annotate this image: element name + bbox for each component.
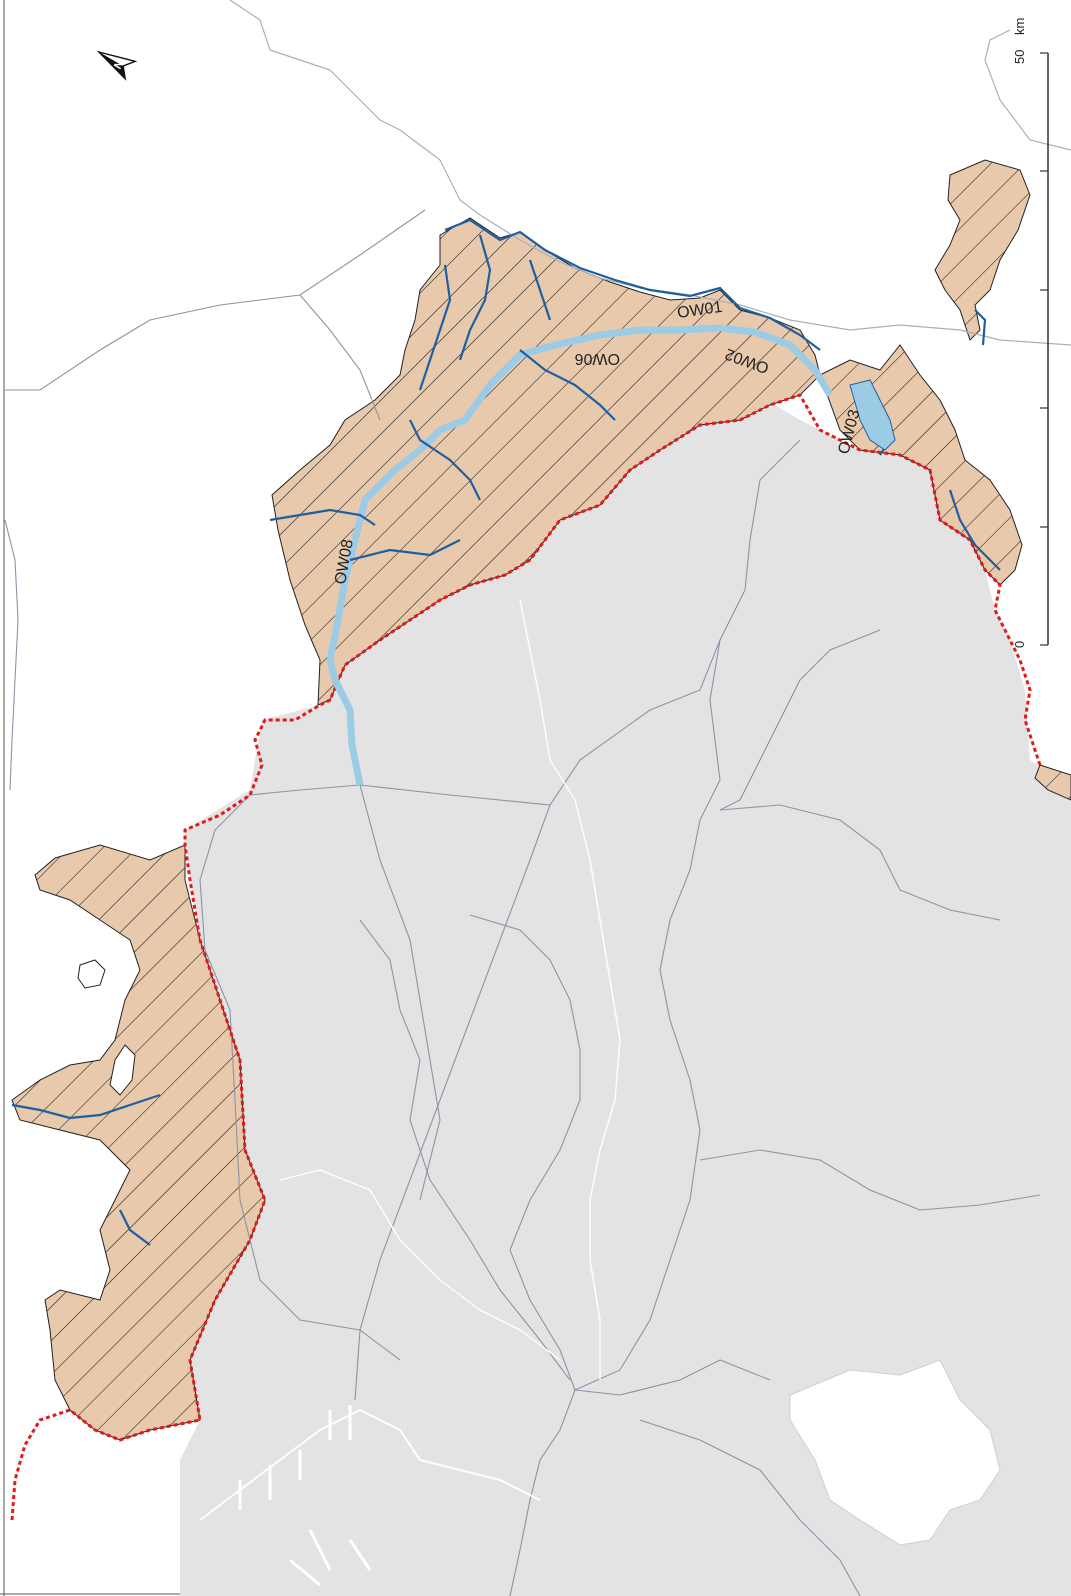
boundary-river-2	[574, 639, 721, 1391]
boundary-river-6	[574, 1359, 771, 1396]
label-ow01: OW01	[676, 299, 723, 322]
boundary-river-8	[359, 919, 571, 1381]
white-stream-1	[519, 599, 621, 1380]
catchment-north-base	[271, 217, 821, 706]
port-structures	[238, 1405, 372, 1587]
boundary-river-4	[719, 804, 1001, 921]
scale-bar-unit: km	[1012, 18, 1027, 35]
rivers	[11, 218, 1001, 1246]
catchment-north	[272, 218, 820, 705]
main-canal	[326, 324, 834, 786]
north-arrow-icon: N	[96, 50, 138, 81]
boundary-inner-1	[199, 794, 401, 1361]
boundary-west-1	[5, 209, 426, 391]
white-coast-port	[199, 1408, 541, 1521]
lagoon-ow03	[849, 379, 896, 451]
boundary-river-1	[469, 914, 581, 1391]
boundary-road-1	[354, 804, 551, 1401]
label-ow06: OW06	[575, 350, 620, 367]
lake-west	[109, 1044, 136, 1096]
island-cluster	[77, 959, 106, 989]
boundary-left-edge	[4, 519, 19, 791]
boundary-west-2	[299, 294, 381, 421]
study-region	[180, 405, 1071, 1596]
boundary-cross-2	[359, 784, 441, 1201]
boundary-river-3	[719, 629, 881, 811]
boundary-river-7	[509, 1389, 576, 1596]
scale-bar-end: 50	[1012, 50, 1027, 64]
catchment-edge	[1034, 764, 1071, 801]
catchment-northeast	[934, 159, 1031, 341]
coastline	[229, 0, 1071, 346]
scale-bar: 0 50 km	[1012, 18, 1049, 648]
scale-bar-start: 0	[1012, 641, 1027, 648]
boundary-river-5	[699, 1149, 1041, 1211]
white-stream-2	[279, 1169, 561, 1361]
white-inset-area	[789, 1359, 1001, 1546]
coastline-north-east	[984, 29, 1071, 151]
boundary-river-9	[639, 1419, 861, 1596]
